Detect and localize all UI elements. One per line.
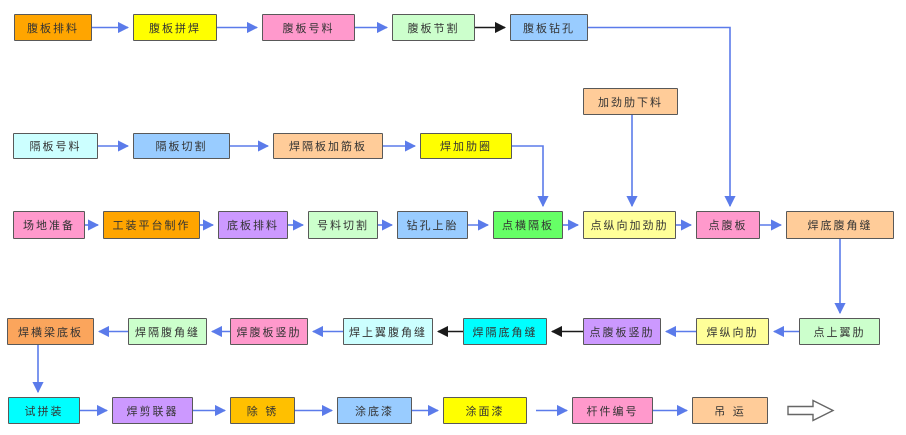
flow-node-r6c5: 涂面漆 (443, 397, 527, 424)
flow-node-r1c2: 腹板拼焊 (133, 14, 217, 41)
flow-node-r1c1: 腹板排料 (14, 14, 92, 41)
flow-node-r4c6: 点横隔板 (493, 211, 563, 239)
flow-node-r5c2: 焊隔腹角缝 (128, 318, 207, 345)
hollow-right-arrow-icon (787, 399, 835, 422)
flow-node-r4c9: 焊底腹角缝 (786, 211, 894, 239)
flow-node-r3c1: 隔板号料 (13, 133, 98, 159)
flow-node-r3c3: 焊隔板加筋板 (273, 133, 383, 159)
flow-node-r5c1: 焊横梁底板 (7, 318, 94, 345)
flow-node-r4c5: 钻孔上胎 (397, 211, 468, 239)
edge-r3c4-r4c6 (512, 145, 549, 208)
flow-node-r1c4: 腹板节割 (392, 14, 475, 41)
flow-node-r6c2: 焊剪联器 (112, 397, 193, 424)
flow-node-r5c6: 点腹板竖肋 (583, 318, 661, 345)
flow-node-r3c2: 隔板切割 (133, 133, 230, 159)
flow-node-r6c6: 杆件编号 (572, 397, 653, 424)
flow-node-r6c4: 涂底漆 (337, 397, 412, 424)
flow-node-r6c7: 吊 运 (692, 397, 768, 424)
flow-node-r4c2: 工装平台制作 (103, 211, 200, 239)
flow-node-r4c7: 点纵向加劲肋 (583, 211, 676, 239)
flow-node-r4c4: 号料切割 (308, 211, 378, 239)
flow-node-r4c3: 底板排料 (218, 211, 288, 239)
flow-node-r5c7: 焊纵向肋 (696, 318, 769, 345)
flow-node-r1c3: 腹板号料 (262, 14, 355, 41)
flow-node-r2c1: 加劲肋下料 (583, 88, 678, 115)
flow-node-r5c4: 焊上翼腹角缝 (343, 318, 433, 345)
flow-node-r5c3: 焊腹板竖肋 (230, 318, 308, 345)
flow-node-r5c8: 点上翼肋 (799, 318, 880, 345)
flow-node-r6c3: 除 锈 (230, 397, 295, 424)
flow-node-r4c1: 场地准备 (13, 211, 85, 239)
flow-node-r6c1: 试拼装 (8, 397, 80, 424)
flow-node-r1c5: 腹板钻孔 (510, 14, 588, 41)
edge-r1c5-r4c8 (588, 26, 736, 208)
flow-node-r4c8: 点腹板 (696, 211, 760, 239)
flow-node-r5c5: 焊隔底角缝 (463, 318, 547, 345)
flow-node-r3c4: 焊加肋圈 (420, 133, 512, 159)
